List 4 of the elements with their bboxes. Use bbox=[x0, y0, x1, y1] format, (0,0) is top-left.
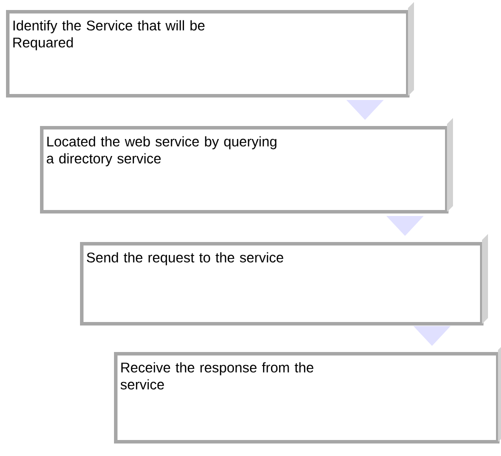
process-box: Identify the Service that will be Requared bbox=[6, 2, 414, 98]
process-box: Send the request to the service bbox=[80, 234, 488, 326]
process-box: Located the web service by querying a directory service bbox=[40, 118, 453, 214]
process-box: Receive the response from the service bbox=[114, 344, 501, 444]
